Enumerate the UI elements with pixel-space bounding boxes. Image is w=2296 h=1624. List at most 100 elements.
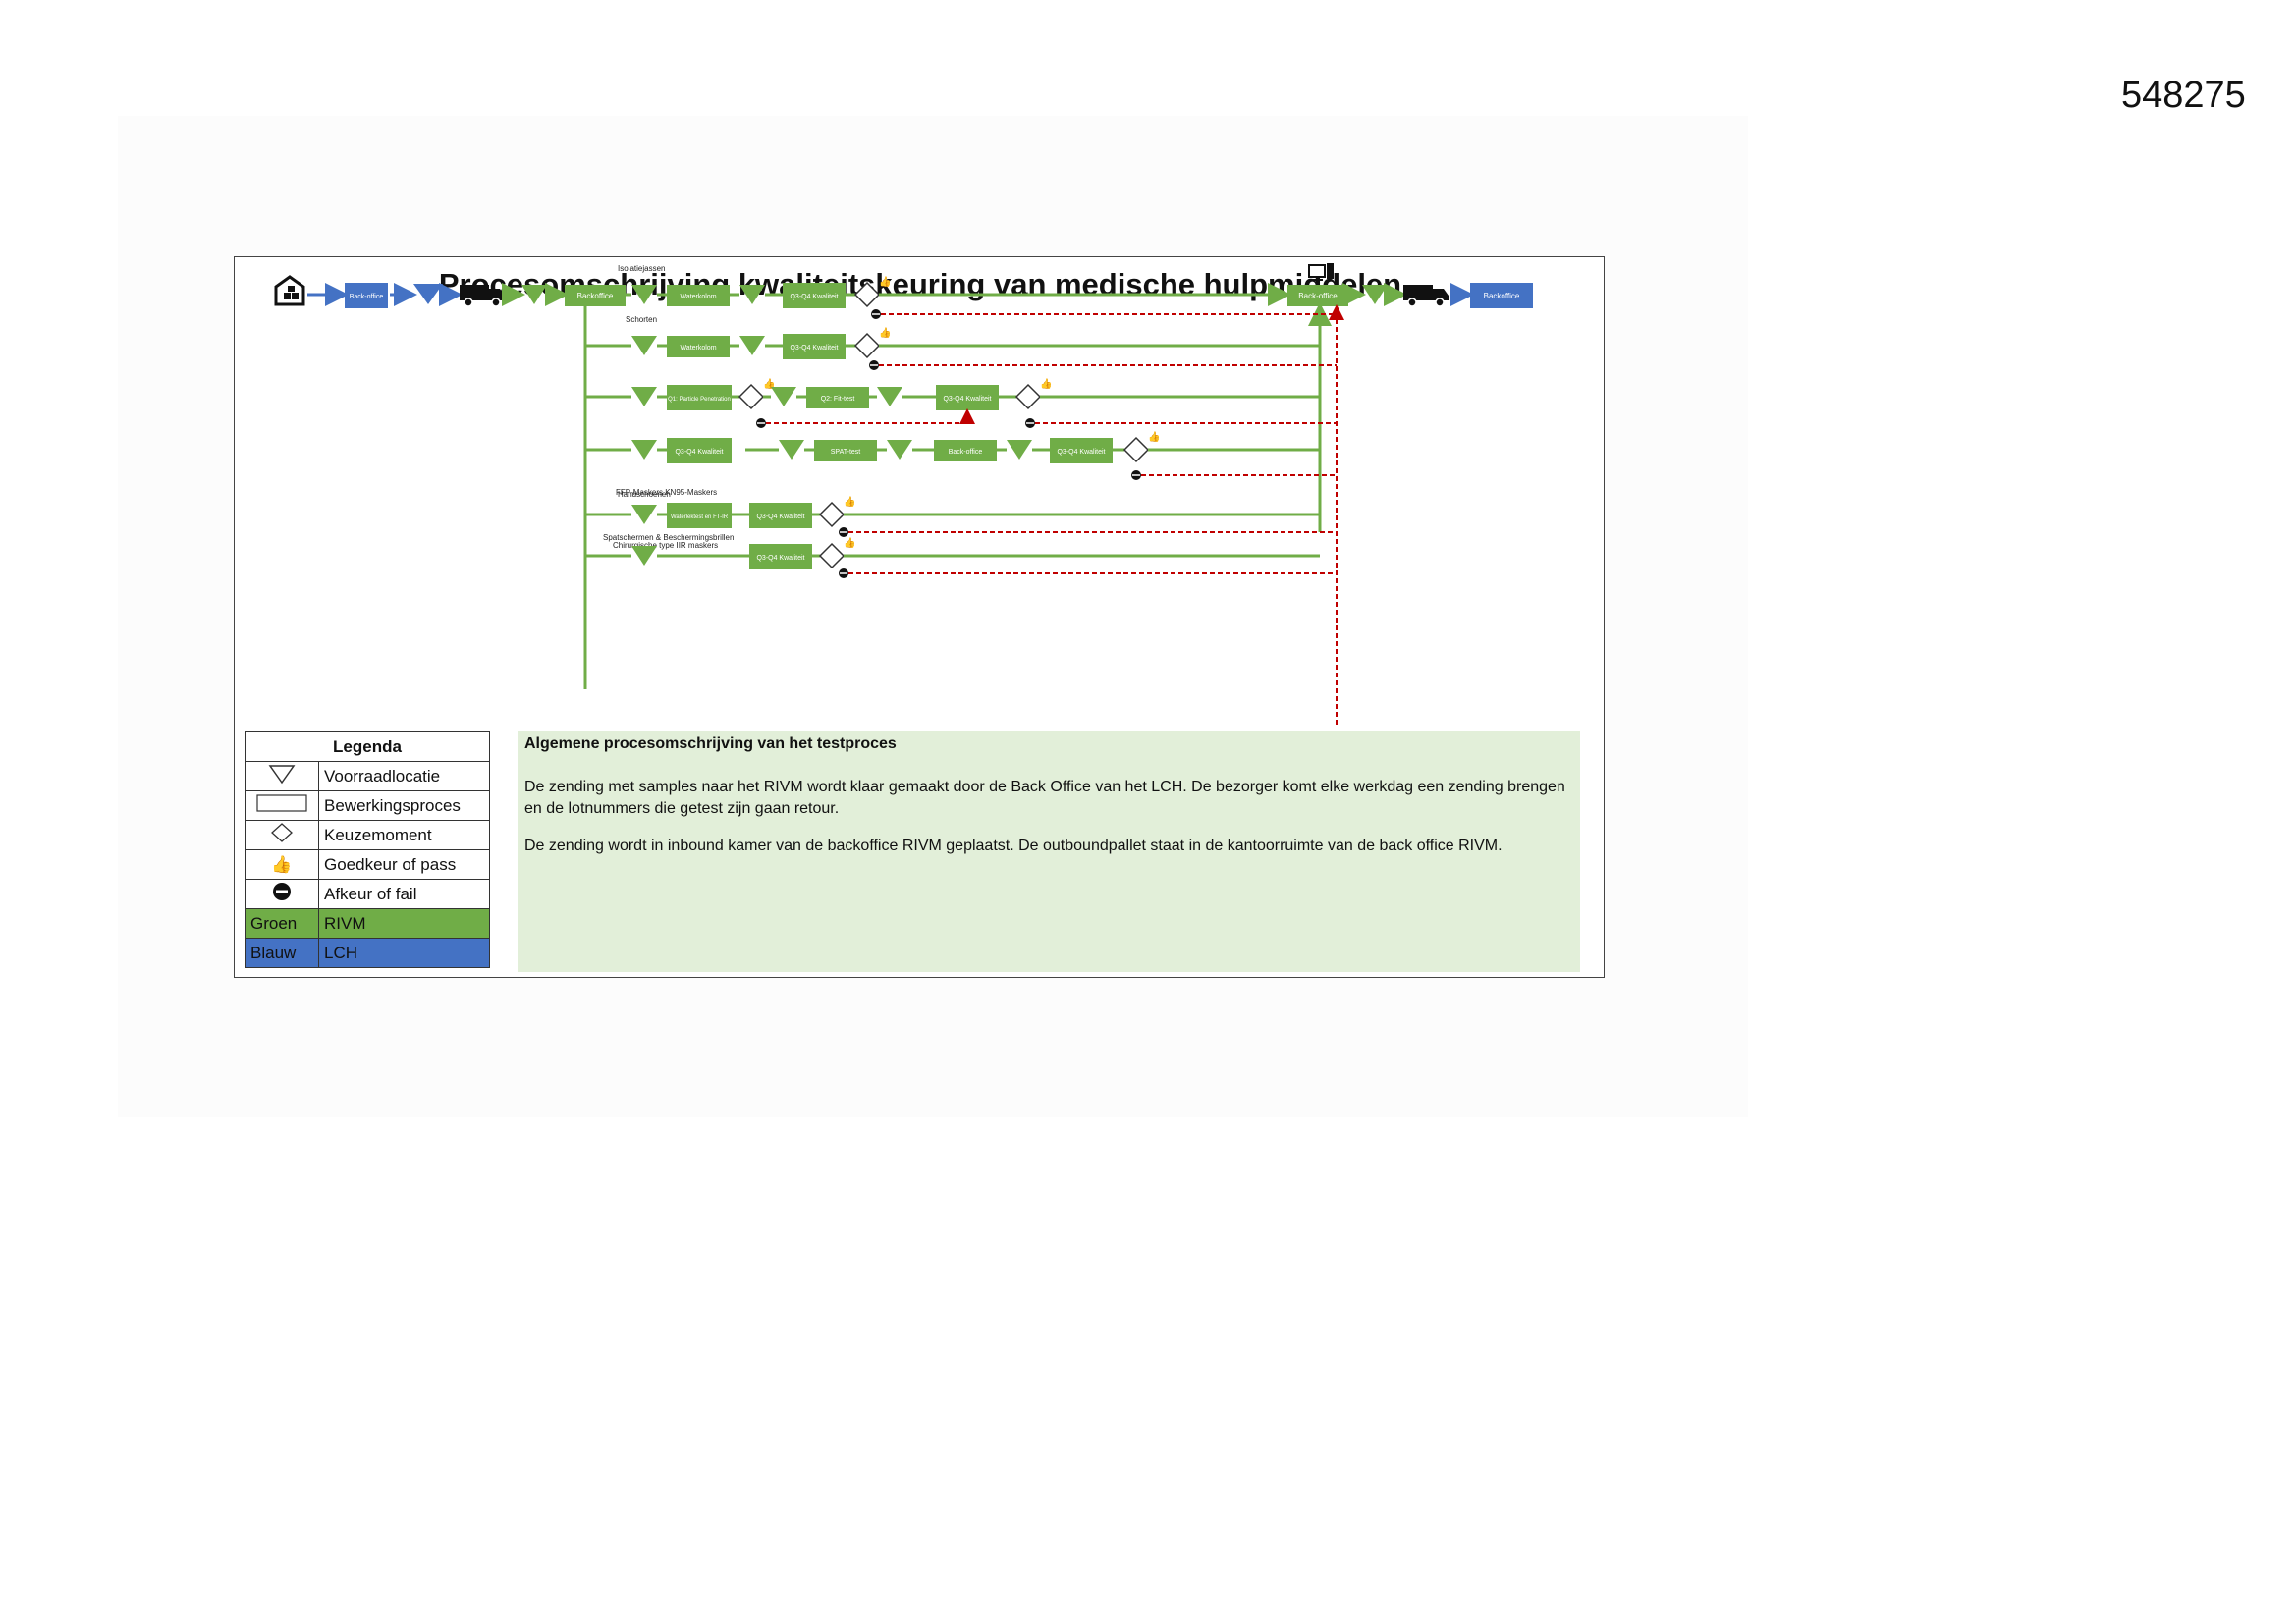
lane-label-isolatiejassen: Isolatiejassen bbox=[618, 264, 665, 273]
truck-icon bbox=[1403, 285, 1449, 307]
description-heading: Algemene procesomschrijving van het test… bbox=[524, 735, 897, 752]
thumbs-up-icon: 👍 bbox=[1148, 430, 1160, 443]
process-box bbox=[783, 283, 846, 308]
process-box bbox=[667, 438, 732, 463]
truck-icon bbox=[460, 285, 505, 307]
stock-location bbox=[631, 387, 657, 406]
legend-label: Bewerkingsproces bbox=[318, 790, 490, 821]
diamond-icon bbox=[245, 820, 319, 850]
process-box-label: Q3-Q4 Kwaliteit bbox=[790, 294, 838, 300]
legend-color-meaning: LCH bbox=[318, 938, 490, 968]
process-box bbox=[667, 336, 730, 357]
stock-location bbox=[631, 336, 657, 355]
description-paragraph: De zending met samples naar het RIVM wor… bbox=[524, 779, 1565, 817]
process-box bbox=[936, 385, 999, 410]
stock-location bbox=[631, 505, 657, 524]
process-box-label: Back-office bbox=[949, 449, 983, 456]
computer-icon bbox=[1308, 263, 1334, 281]
process-box-label: Q3-Q4 Kwaliteit bbox=[756, 555, 804, 562]
lane-label-ffp-text: FFP-Maskers KN95-Maskers bbox=[616, 488, 717, 497]
backoffice-rivm-box bbox=[565, 285, 626, 306]
backoffice-lch-end-label: Backoffice bbox=[1484, 292, 1520, 300]
thumbs-up-icon: 👍 bbox=[763, 377, 775, 390]
lane-label-ffp: FFP-Maskers KN95-Maskers bbox=[616, 488, 717, 497]
process-box bbox=[814, 440, 877, 461]
decision-diamond bbox=[818, 542, 846, 569]
legend-label: Keuzemoment bbox=[318, 820, 490, 850]
minus-circle-icon bbox=[245, 879, 319, 909]
process-box bbox=[783, 334, 846, 359]
legend-color-name: Blauw bbox=[245, 938, 319, 968]
lane-label-spatschermen: Spatschermen & Beschermingsbrillen bbox=[603, 533, 734, 542]
process-box-label: SPAT-test bbox=[831, 449, 861, 456]
legend-color-meaning: RIVM bbox=[318, 908, 490, 939]
thumbs-up-icon: 👍 bbox=[844, 536, 855, 549]
stock-location bbox=[887, 440, 912, 460]
stock-location bbox=[877, 387, 902, 406]
process-box-label: Q3-Q4 Kwaliteit bbox=[790, 345, 838, 352]
process-box-label: Q2: Fit-test bbox=[821, 396, 855, 403]
decision-diamond bbox=[1014, 383, 1042, 410]
process-description: Algemene procesomschrijving van het test… bbox=[518, 731, 1580, 972]
process-box-label: Q3-Q4 Kwaliteit bbox=[756, 514, 804, 520]
lane-label-handschoenen: Handschoenen bbox=[618, 490, 671, 499]
decision-diamond bbox=[738, 383, 765, 410]
thumbs-up-icon: 👍 bbox=[245, 849, 319, 880]
backoffice-lch-end-box bbox=[1470, 283, 1533, 308]
process-box bbox=[806, 387, 869, 408]
legend-label: Voorraadlocatie bbox=[318, 761, 490, 791]
thumbs-up-icon: 👍 bbox=[879, 326, 891, 339]
stock-location bbox=[631, 285, 657, 304]
decision-diamond bbox=[818, 501, 846, 528]
legend-title: Legenda bbox=[245, 731, 490, 762]
process-box bbox=[667, 285, 730, 306]
back-office-rivm-out-label: Back-office bbox=[1298, 292, 1338, 300]
triangle-icon bbox=[245, 761, 319, 791]
process-box-label: Waterkolom bbox=[680, 294, 716, 300]
stock-location-inbound bbox=[521, 285, 547, 304]
stock-location bbox=[631, 440, 657, 460]
document-number: 548275 bbox=[2121, 75, 2246, 116]
decision-diamond bbox=[1122, 436, 1150, 463]
decision-diamond bbox=[853, 332, 881, 359]
thumbs-up-icon: 👍 bbox=[844, 495, 855, 508]
backoffice-rivm-label: Backoffice bbox=[577, 292, 614, 300]
process-figure: Procesomschrijving kwaliteitskeuring van… bbox=[234, 256, 1605, 978]
process-box-label: Waterkolom bbox=[680, 345, 716, 352]
stock-location bbox=[771, 387, 796, 406]
lane-label-schorten: Schorten bbox=[626, 315, 657, 324]
process-box-label: Waterlektest en FT-IR bbox=[671, 514, 729, 520]
lane-label-chirurgisch: Chirurgische type IIR maskers bbox=[613, 541, 718, 550]
stock-location bbox=[739, 336, 765, 355]
process-box bbox=[934, 440, 997, 461]
stock-location bbox=[1007, 440, 1032, 460]
process-box bbox=[667, 503, 732, 528]
thumbs-up-icon: 👍 bbox=[1040, 377, 1052, 390]
description-paragraph: De zending wordt in inbound kamer van de… bbox=[524, 838, 1503, 854]
legend-label: Afkeur of fail bbox=[318, 879, 490, 909]
rectangle-icon bbox=[245, 790, 319, 821]
stock-location bbox=[631, 546, 657, 566]
process-box-label: Q3-Q4 Kwaliteit bbox=[675, 449, 723, 456]
process-box bbox=[667, 385, 732, 410]
process-box bbox=[1050, 438, 1113, 463]
process-box bbox=[749, 503, 812, 528]
legend-label: Goedkeur of pass bbox=[318, 849, 490, 880]
back-office-lch-box bbox=[345, 283, 388, 308]
warehouse-icon bbox=[274, 275, 305, 306]
legend-table: Legenda Voorraadlocatie Bewerkingsproces… bbox=[245, 731, 490, 968]
process-box-label: Q1: Particle Penetration bbox=[668, 397, 731, 403]
back-office-lch-label: Back-office bbox=[350, 294, 384, 300]
process-flow-diagram: Back-office Backoffice Isolatiejassen Wa… bbox=[274, 263, 1533, 725]
stock-location bbox=[779, 440, 804, 460]
back-office-rivm-out-box bbox=[1287, 285, 1348, 306]
process-box bbox=[749, 544, 812, 569]
stock-location bbox=[739, 285, 765, 304]
process-box-label: Q3-Q4 Kwaliteit bbox=[1057, 449, 1105, 456]
stock-location-lch bbox=[413, 284, 443, 304]
decision-diamond bbox=[853, 281, 881, 308]
thumbs-up-icon: 👍 bbox=[879, 275, 891, 288]
stock-location-outbound bbox=[1362, 285, 1388, 304]
process-box-label: Q3-Q4 Kwaliteit bbox=[943, 396, 991, 403]
legend-color-name: Groen bbox=[245, 908, 319, 939]
